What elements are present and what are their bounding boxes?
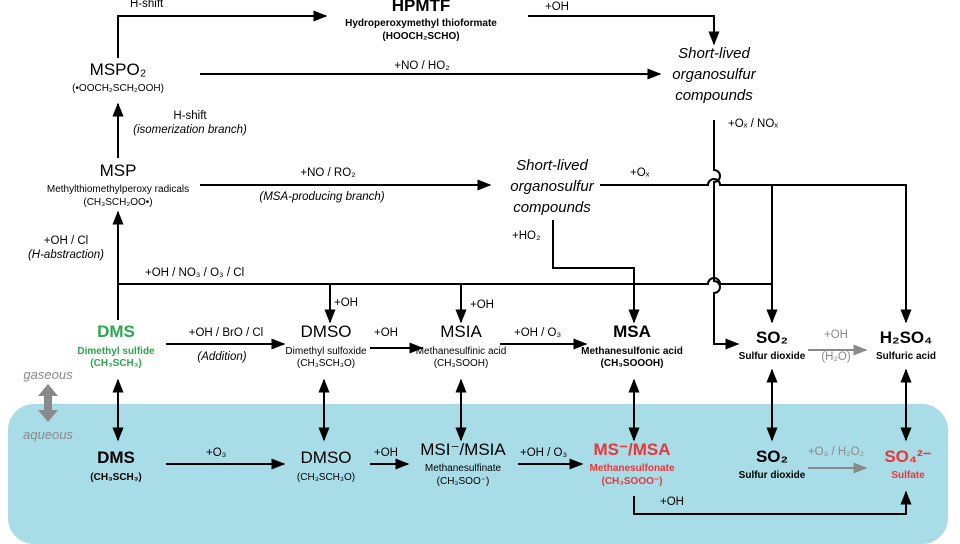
so2-aq-full-name: Sulfur dioxide: [738, 470, 806, 481]
aqueous-phase-band: [8, 404, 948, 544]
short-lived-2-line1: Short-lived: [516, 157, 588, 174]
msia-gas-full-name: Methanesulfinic acid: [415, 346, 507, 357]
phase-exchange-arrow-icon: [38, 384, 58, 422]
ms-aq-formula: (CH₃SOOO⁻): [601, 476, 663, 487]
msi-aq-full-name: Methanesulfinate: [424, 463, 502, 474]
mspo2-name: MSPO₂: [89, 60, 147, 79]
label-oh-bro-cl: +OH / BrO / Cl: [188, 327, 264, 339]
label-h-abstraction: (H-abstraction): [27, 249, 105, 261]
short-lived-1-line1: Short-lived: [678, 45, 750, 62]
label-aq-oh: +OH: [374, 447, 398, 459]
label-h-shift-mid: H-shift: [173, 110, 207, 122]
sulfate-aq-full-name: Sulfate: [891, 470, 925, 481]
short-lived-1-line2: organosulfur: [672, 66, 756, 83]
msi-aq-formula: (CH₃SOO⁻): [436, 476, 490, 487]
hpmtf-name: HPMTF: [391, 0, 451, 15]
label-isomerization: (isomerization branch): [133, 124, 247, 136]
label-oh-to-dmso: +OH: [334, 297, 358, 309]
msa-gas-formula: (CH₃SOOOH): [600, 358, 664, 369]
msia-gas-formula: (CH₃SOOH): [433, 358, 489, 369]
label-aq-oh-o3: +OH / O₃: [520, 447, 568, 459]
label-ox: +Oₓ: [630, 167, 650, 179]
h2so4-full-name: Sulfuric acid: [875, 351, 937, 362]
label-ho2: +HO₂: [512, 230, 541, 242]
label-oh-cl: +OH / Cl: [43, 235, 89, 247]
label-msa-branch: (MSA-producing branch): [259, 191, 385, 203]
msp-formula: (CH₃SCH₂OO•): [83, 197, 153, 208]
label-aq-o3: +O₃: [206, 447, 227, 459]
label-oh-to-msia: +OH: [470, 299, 494, 311]
dmso-gas-formula: (CH₃SCH₃O): [296, 358, 356, 369]
short-lived-1-line3: compounds: [675, 87, 753, 104]
ms-aq-full-name: Methanesulfonate: [589, 463, 675, 474]
label-oh-no3-o3-cl: +OH / NO₃ / O₃ / Cl: [145, 267, 245, 279]
short-lived-2-line3: compounds: [513, 199, 591, 216]
label-oh-so2: +OH: [824, 329, 848, 341]
dmso-gas-full-name: Dimethyl sulfoxide: [285, 346, 367, 357]
short-lived-2-line2: organosulfur: [510, 178, 594, 195]
dms-aq-formula: (CH₃SCH₃): [90, 472, 142, 483]
label-ox-nox: +Oₓ / NOₓ: [728, 118, 779, 130]
dms-gas-name: DMS: [97, 322, 135, 341]
label-oh-dmso-msia: +OH: [374, 327, 398, 339]
msi-aq-name: MSI⁻/MSIA: [420, 440, 506, 459]
mspo2-formula: (•OOCH₂SCH₂OOH): [72, 83, 164, 94]
label-addition: (Addition): [197, 351, 247, 363]
msp-full-name: Methylthiomethylperoxy radicals: [46, 184, 190, 195]
label-no-ho2: +NO / HO₂: [394, 60, 450, 72]
label-oh-o3-gas: +OH / O₃: [514, 327, 562, 339]
label-aq-oh-bottom: +OH: [660, 496, 684, 508]
gaseous-phase-label: gaseous: [23, 367, 73, 382]
label-aq-o3-h2o2: +O₃ / H₂O₂: [807, 446, 865, 458]
dmso-aq-name: DMSO: [300, 448, 352, 467]
so2-gas-full-name: Sulfur dioxide: [738, 351, 806, 362]
so2-gas-name: SO₂: [755, 328, 789, 347]
sulfate-aq-name: SO₄²⁻: [884, 447, 932, 466]
label-h2o: (H₂O): [821, 351, 851, 363]
aqueous-phase-label: aqueous: [23, 427, 73, 442]
h2so4-name: H₂SO₄: [879, 328, 933, 347]
so2-aq-name: SO₂: [755, 447, 789, 466]
ms-aq-name: MS⁻/MSA: [593, 440, 671, 459]
label-oh-top: +OH: [545, 1, 569, 13]
msa-gas-full-name: Methanesulfonic acid: [581, 346, 683, 357]
dms-gas-formula: (CH₃SCH₃): [90, 358, 142, 369]
hpmtf-full-name: Hydroperoxymethyl thioformate: [345, 18, 497, 29]
dmso-aq-formula: (CH₃SCH₃O): [296, 472, 356, 483]
dms-gas-full-name: Dimethyl sulfide: [77, 346, 155, 357]
label-h-shift-top: H-shift: [130, 0, 164, 10]
dms-aq-name: DMS: [97, 448, 135, 467]
label-no-ro2: +NO / RO₂: [300, 167, 356, 179]
msia-gas-name: MSIA: [440, 322, 482, 341]
msa-gas-name: MSA: [613, 322, 651, 341]
hpmtf-formula: (HOOCH₂SCHO): [382, 31, 460, 42]
msp-name: MSP: [99, 161, 137, 180]
dmso-gas-name: DMSO: [300, 322, 352, 341]
